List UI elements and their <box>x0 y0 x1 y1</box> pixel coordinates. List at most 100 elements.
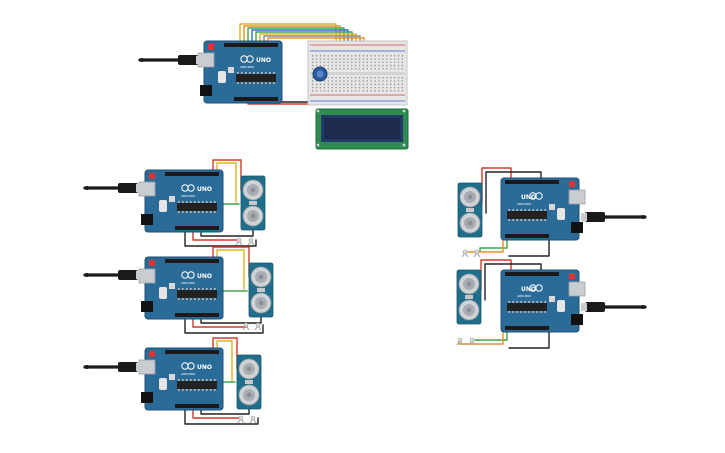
chip-pin <box>214 389 216 391</box>
breadboard-hole <box>351 77 353 79</box>
chip-pin <box>194 298 196 300</box>
potentiometer[interactable] <box>312 66 328 82</box>
breadboard-hole <box>397 90 400 92</box>
mount-hole <box>402 109 406 113</box>
breadboard-hole <box>343 80 345 82</box>
chip-pin <box>178 288 180 290</box>
breadboard-hole <box>331 55 333 57</box>
chip-pin <box>265 72 267 74</box>
capacitor <box>159 378 167 390</box>
chip-pin <box>194 389 196 391</box>
chip-pin <box>214 379 216 381</box>
chip-pin <box>528 209 530 211</box>
chip-pin <box>544 301 546 303</box>
arduino-logo <box>529 284 537 292</box>
ultrasonic-sensor-right-2[interactable] <box>456 269 482 325</box>
breadboard-hole <box>339 68 341 70</box>
usb-plug-tip <box>136 363 142 371</box>
chip-pin <box>178 201 180 203</box>
breadboard-hole <box>386 83 388 85</box>
chip-pin <box>186 389 188 391</box>
breadboard-hole <box>370 68 372 70</box>
usb-cable-right-1[interactable] <box>581 212 647 222</box>
chip-pin <box>210 389 212 391</box>
ultrasonic-sensor-left-2[interactable] <box>248 262 274 318</box>
usb-cable-top[interactable] <box>138 55 202 65</box>
ultrasonic-sensor-right-1[interactable] <box>457 182 483 238</box>
power-analog-header <box>175 313 219 317</box>
sensor-core <box>258 300 264 306</box>
breadboard-hole <box>339 64 341 67</box>
chip-pin <box>265 82 267 84</box>
breadboard-hole <box>315 58 318 60</box>
vcc-wire[interactable] <box>192 406 243 419</box>
breadboard-hole <box>386 61 388 63</box>
digital-header <box>165 350 219 354</box>
sensor-wire-trig[interactable] <box>216 340 233 382</box>
breadboard-hole <box>390 68 392 70</box>
pin-head <box>236 237 242 243</box>
potentiometer-knob <box>316 70 324 78</box>
ultrasonic-sensor-left-3[interactable] <box>236 354 262 410</box>
chip-pin <box>210 298 212 300</box>
gnd-wire[interactable] <box>508 328 550 349</box>
chip-pin <box>269 82 271 84</box>
usb-plug-tip <box>196 56 202 64</box>
breadboard-hole <box>312 64 314 67</box>
breadboard-hole <box>327 83 329 85</box>
gnd-wire[interactable] <box>184 228 257 247</box>
breadboard-gap <box>310 72 405 75</box>
gnd-wire[interactable] <box>508 236 550 257</box>
digital-header <box>165 172 219 176</box>
breadboard-hole <box>327 86 329 89</box>
chip-pin <box>206 379 208 381</box>
usb-plug <box>585 302 605 312</box>
breadboard-hole <box>331 58 333 60</box>
capacitor <box>169 283 175 289</box>
chip-pin <box>520 209 522 211</box>
usb-cable-right-2[interactable] <box>581 302 647 312</box>
chip-pin <box>210 201 212 203</box>
sensor-wire-vcc[interactable] <box>212 159 242 191</box>
usb-cable-left-1[interactable] <box>83 183 142 193</box>
chip-pin <box>544 219 546 221</box>
breadboard-hole <box>374 68 376 70</box>
sensor-wire-gnd[interactable] <box>485 171 542 214</box>
pin-connector-right-2 <box>456 337 476 346</box>
breadboard-hole <box>319 55 322 57</box>
breadboard-hole <box>354 90 357 92</box>
dc-power-jack <box>200 85 212 96</box>
gnd-wire[interactable] <box>184 315 264 334</box>
usb-cable-left-2[interactable] <box>83 270 142 280</box>
breadboard-hole <box>347 68 349 70</box>
sensor-wire-trig[interactable] <box>216 162 237 203</box>
breadboard-hole <box>378 68 380 70</box>
atmega-chip <box>177 290 217 298</box>
sensor-wire-trig[interactable] <box>216 249 245 290</box>
sensor-wire-vcc[interactable] <box>212 246 250 278</box>
ultrasonic-sensor-left-1[interactable] <box>240 175 266 231</box>
lcd-display[interactable] <box>315 108 409 150</box>
breadboard-hole <box>386 77 388 79</box>
capacitor <box>557 300 565 312</box>
chip-pin <box>190 298 192 300</box>
sensor-crystal <box>245 380 253 384</box>
usb-plug-tip <box>136 184 142 192</box>
sensor-wire-gnd[interactable] <box>484 263 542 301</box>
breadboard-hole <box>382 64 384 67</box>
breadboard-hole <box>374 83 376 85</box>
sensor-wire-vcc[interactable] <box>212 337 238 370</box>
digital-header <box>224 43 278 47</box>
breadboard-hole <box>397 86 400 89</box>
vcc-wire[interactable] <box>192 228 241 241</box>
chip-pin <box>190 211 192 213</box>
usb-cable-left-3[interactable] <box>83 362 142 372</box>
gnd-wire[interactable] <box>184 406 259 425</box>
